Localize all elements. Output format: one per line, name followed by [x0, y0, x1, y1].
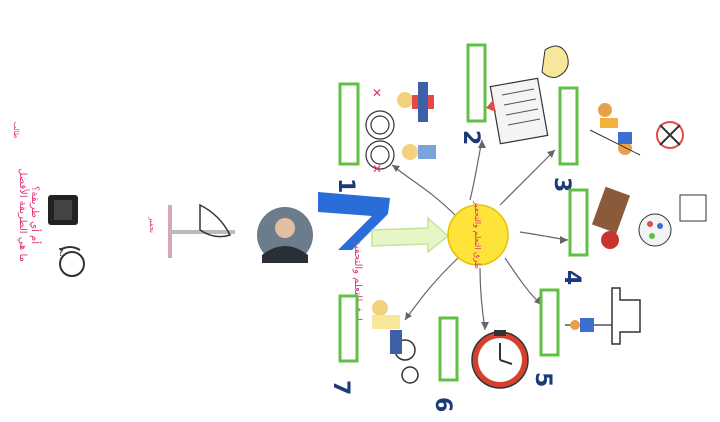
branch-6-box	[438, 316, 459, 382]
center-title: طرق التعلم والتحفيز	[473, 200, 482, 269]
yoga-icon: ✕ ✕	[365, 86, 395, 176]
branch-arrow-7	[404, 257, 459, 321]
teacher-photo-icon	[257, 207, 313, 263]
branch-5-number: 5	[530, 372, 555, 387]
branch-3-number: 3	[549, 177, 574, 192]
question-text: ما هي الطريقة الأفضل أم أي طريقة؟	[17, 168, 42, 262]
branch-3-box	[558, 86, 579, 166]
branch-1-box	[338, 82, 360, 166]
branch-arrow-2	[469, 139, 483, 201]
branch-4-number: 4	[559, 270, 584, 285]
timer-icon	[471, 330, 529, 389]
no-phone-icon	[656, 121, 684, 149]
branch-5-box	[539, 288, 560, 357]
branch-7-number: 7	[328, 380, 353, 395]
question-top-note: طالب	[12, 122, 20, 139]
branch-2-box	[466, 43, 487, 123]
branch-6-number: 6	[430, 397, 455, 412]
svg-text:?: ?	[58, 246, 64, 259]
painter-icon	[591, 186, 707, 249]
branch-7-box	[338, 294, 359, 363]
question-line-1: ما هي الطريقة الأفضل	[17, 168, 30, 262]
brand-text: طرق للتعلم والتحفيز	[352, 239, 363, 326]
motivation-pole-icon	[168, 203, 235, 258]
svg-text:✕: ✕	[372, 162, 382, 176]
motivation-label: تحفيز	[148, 216, 156, 233]
center-title-text: طرق التعلم والتحفيز	[473, 200, 482, 269]
branch-arrow-5	[504, 257, 543, 306]
billboard-icon	[565, 287, 641, 345]
checklist-icon	[486, 77, 549, 145]
branch-arrow-6	[479, 267, 486, 331]
center-circle	[447, 204, 509, 266]
branch-arrow-1	[391, 164, 456, 216]
dancers-icon	[589, 103, 641, 156]
branch-2-number: 2	[458, 130, 483, 145]
branch-4-box	[568, 188, 589, 257]
student-group-icon: ?	[48, 195, 85, 277]
question-line-2: أم أي طريقة؟	[29, 186, 42, 244]
branch-arrowheads	[392, 140, 568, 330]
brand-seven-logo	[318, 192, 390, 250]
bicycle-icon	[372, 300, 419, 384]
branch-1-number: 1	[333, 178, 358, 193]
svg-text:✕: ✕	[372, 86, 382, 100]
flexed-arm-icon	[541, 45, 569, 78]
branch-arrow-3	[499, 149, 556, 206]
students-reading-icon	[397, 82, 436, 160]
center-arrow	[371, 216, 450, 254]
